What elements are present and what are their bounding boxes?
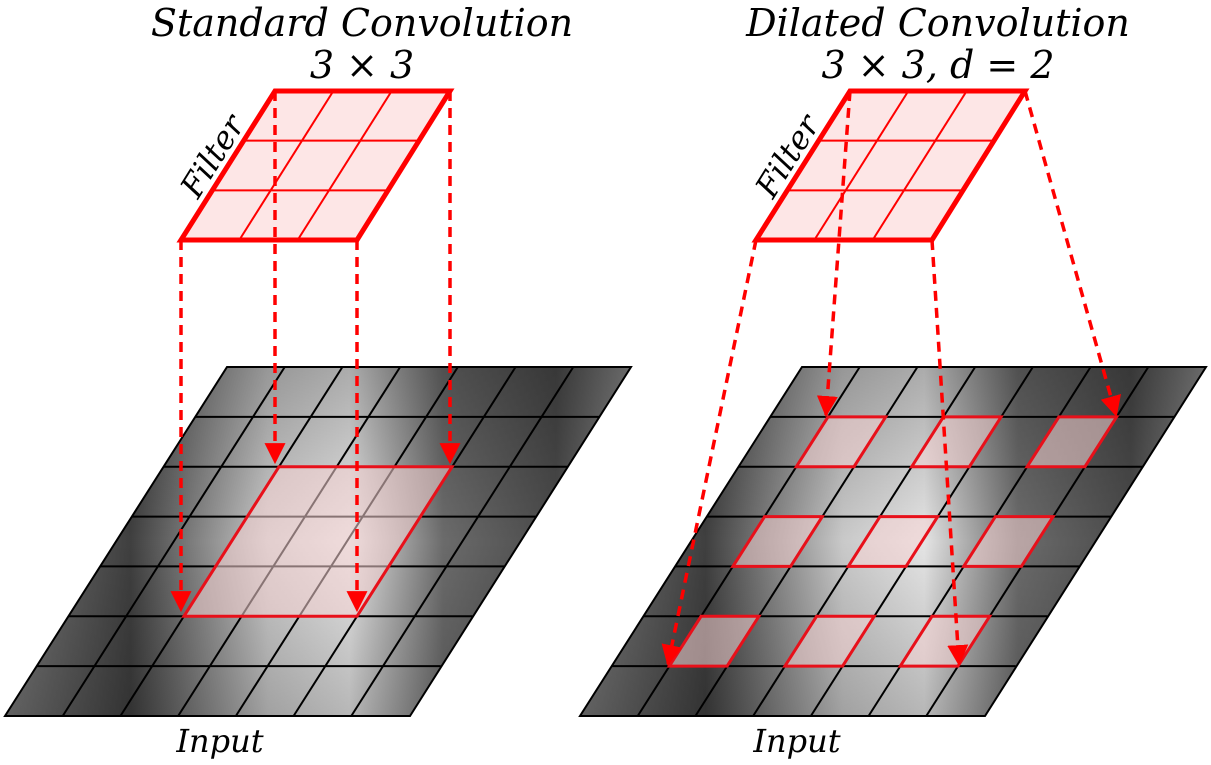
panel-subtitle: 3 × 3, d = 2	[821, 43, 1054, 87]
input-grid	[3, 366, 633, 717]
receptive-field-region	[181, 465, 455, 618]
filter-grid-lines	[787, 90, 994, 241]
input-label: Input	[752, 722, 840, 760]
input-grid-lines	[578, 366, 1208, 717]
panel-title: Dilated Convolution	[745, 1, 1130, 45]
grid-line	[350, 366, 575, 717]
grid-line	[61, 366, 286, 717]
filter-line	[296, 90, 393, 241]
dilated-receptive-cell	[897, 614, 993, 668]
input-grid-lines	[3, 366, 633, 717]
filter-line	[871, 90, 968, 241]
dilated-receptive-cell	[782, 614, 878, 668]
filter-grid-lines	[212, 90, 419, 241]
dilated-receptive-cell	[730, 515, 826, 568]
input-grid	[578, 366, 1208, 717]
filter-line	[238, 90, 335, 241]
arrow	[930, 239, 969, 667]
projection-arrows	[661, 90, 1121, 667]
arrow	[816, 90, 852, 418]
projection-arrows	[170, 91, 461, 613]
filter	[176, 88, 455, 243]
arrow	[1023, 90, 1121, 418]
panel-title: Standard Convolution	[151, 1, 573, 45]
dilated-receptive-cell	[793, 415, 889, 469]
dilated-receptive-cell	[1024, 415, 1120, 469]
filter-line	[813, 90, 910, 241]
dilated-receptive-cell	[908, 415, 1004, 469]
arrow	[661, 239, 758, 667]
dilated-receptive-cell	[845, 515, 941, 568]
panel-dilated: Dilated Convolution 3 × 3, d = 2 Input F…	[578, 1, 1208, 760]
input-label: Input	[175, 722, 263, 760]
dilated-receptive-cell	[960, 515, 1056, 568]
receptive-field	[666, 415, 1120, 668]
panel-standard: Standard Convolution 3 × 3 Input Filter	[3, 1, 633, 760]
receptive-field	[181, 465, 455, 618]
panel-subtitle: 3 × 3	[310, 43, 414, 87]
